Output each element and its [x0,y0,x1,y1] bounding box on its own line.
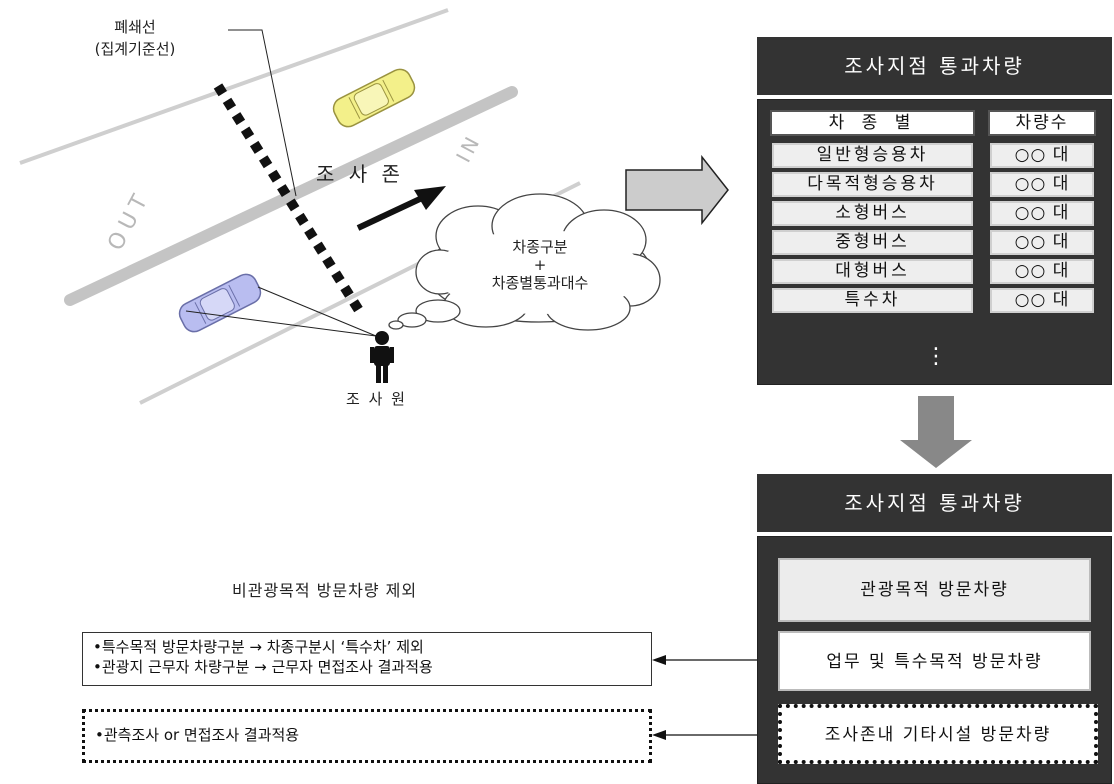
connector-arrow-1-head [652,655,666,665]
col-head-type: 차 종 별 [770,110,975,136]
down-arrow-icon [900,396,972,468]
row-type: 중형버스 [772,230,973,255]
right-arrow-icon [625,154,729,226]
out-label: OUT [103,186,156,255]
zone-label: 조 사 존 [316,162,404,186]
thought-line2: + [533,256,547,274]
more-indicator: ⋮ [925,344,947,369]
row-count: ○○ 대 [990,230,1094,255]
direction-arrow-head [414,186,446,210]
thought-cloud-fill [435,230,643,314]
cordon-label: 폐쇄선 (집계기준선) [80,16,190,60]
cordon-label-line2: (집계기준선) [94,40,176,58]
note-box-solid: •특수목적 방문차량구분 → 차종구분시 ‘특수차’ 제외 •관광지 근무자 차… [82,632,652,686]
sight-line-1 [185,310,377,337]
surveyor-label: 조 사 원 [346,390,407,408]
road-median [64,86,518,306]
thought-line1: 차종구분 [512,238,568,256]
thought-bubble-3 [388,320,404,330]
facility-vehicle-box: 조사존내 기타시설 방문차량 [778,704,1098,764]
tourism-vehicle-box: 관광목적 방문차량 [778,558,1091,622]
bottom-panel-title: 조사지점 통과차량 [757,474,1112,532]
blue-car-icon [178,273,262,333]
row-type: 다목적형승용차 [772,172,973,197]
thought-line3: 차종별통과대수 [491,274,589,292]
row-type: 소형버스 [772,201,973,226]
row-count: ○○ 대 [990,201,1094,226]
row-count: ○○ 대 [990,288,1094,313]
cordon-line [213,83,365,315]
direction-arrow-shaft [356,195,424,231]
sight-line-2 [257,286,377,337]
note-box-dotted: •관측조사 or 면접조사 결과적용 [82,709,652,763]
row-count: ○○ 대 [990,143,1094,168]
yellow-car-icon [332,68,416,128]
note-line-2: •관광지 근무자 차량구분 → 근무자 면접조사 결과적용 [93,658,433,676]
thought-bubble-1 [415,299,461,323]
row-type: 특수차 [772,288,973,313]
top-panel-title: 조사지점 통과차량 [757,37,1112,95]
row-type: 일반형승용차 [772,143,973,168]
cordon-leader [228,29,297,197]
thought-text: 차종구분 + 차종별통과대수 [460,238,620,292]
row-count: ○○ 대 [990,172,1094,197]
cordon-label-line1: 폐쇄선 [114,18,156,36]
note-line-1: •특수목적 방문차량구분 → 차종구분시 ‘특수차’ 제외 [93,638,424,656]
in-label: IN [451,130,486,167]
col-head-count: 차량수 [988,110,1096,136]
business-vehicle-box: 업무 및 특수목적 방문차량 [778,631,1091,691]
connector-arrow-2-head [652,730,666,740]
exclude-title: 비관광목적 방문차량 제외 [232,581,418,600]
row-type: 대형버스 [772,259,973,284]
thought-bubble-2 [397,312,427,328]
row-count: ○○ 대 [990,259,1094,284]
road-edge-top [19,8,449,165]
surveyor-icon [370,331,394,383]
